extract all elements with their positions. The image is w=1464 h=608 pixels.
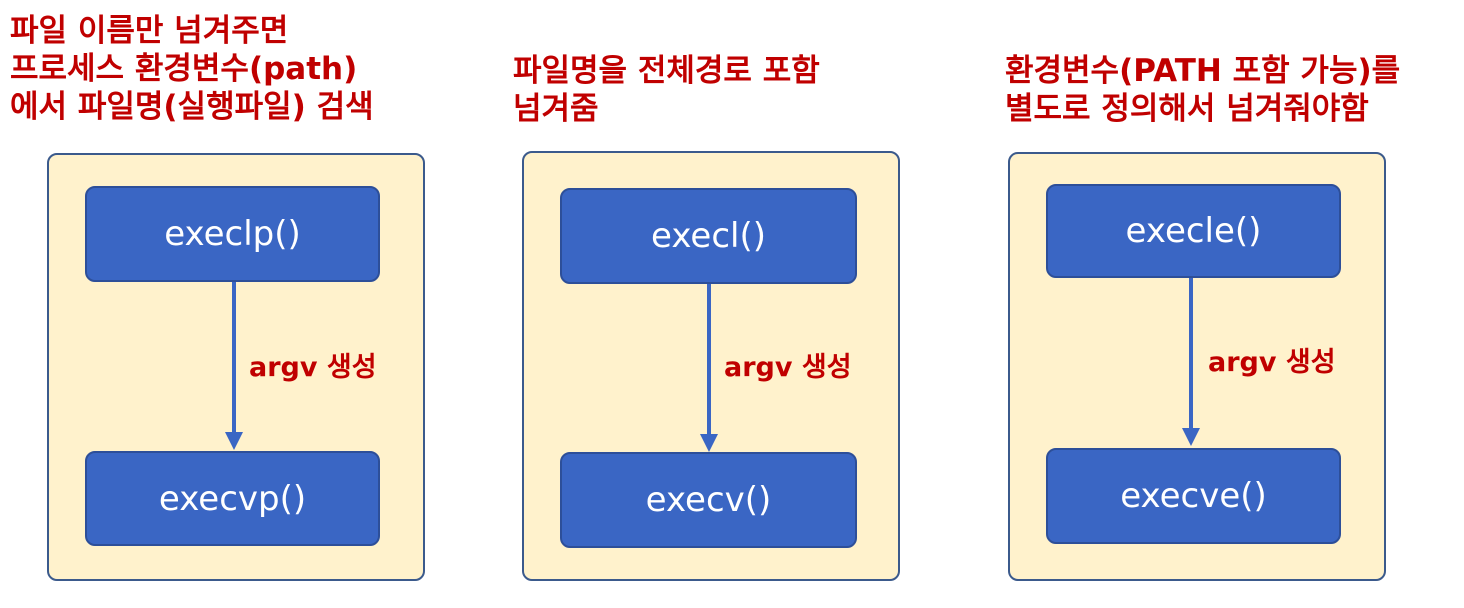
diagram-1-argv-label: argv 생성 — [249, 352, 377, 383]
diagram-3-caption: 환경변수(PATH 포함 가능)를 별도로 정의해서 넘겨줘야함 — [1005, 53, 1401, 127]
diagram-1-panel: execlp() argv 생성 execvp() — [47, 153, 425, 581]
diagram-2-arrow — [700, 284, 718, 452]
execle-box: execle() — [1046, 184, 1341, 278]
diagram-2-argv-label: argv 생성 — [724, 352, 852, 383]
diagram-2-caption: 파일명을 전체경로 포함 넘겨줌 — [513, 53, 820, 127]
diagram-1-arrow — [225, 282, 243, 450]
execve-box: execve() — [1046, 448, 1341, 544]
execv-box: execv() — [560, 452, 857, 548]
diagram-1-caption: 파일 이름만 넘겨주면 프로세스 환경변수(path) 에서 파일명(실행파일)… — [10, 13, 374, 125]
execl-box: execl() — [560, 188, 857, 284]
diagram-3-arrow — [1182, 278, 1200, 446]
diagram-3-argv-label: argv 생성 — [1208, 347, 1336, 378]
diagram-2-panel: execl() argv 생성 execv() — [522, 151, 900, 581]
execlp-box: execlp() — [85, 186, 380, 282]
execvp-box: execvp() — [85, 451, 380, 546]
diagram-3-panel: execle() argv 생성 execve() — [1008, 152, 1386, 581]
